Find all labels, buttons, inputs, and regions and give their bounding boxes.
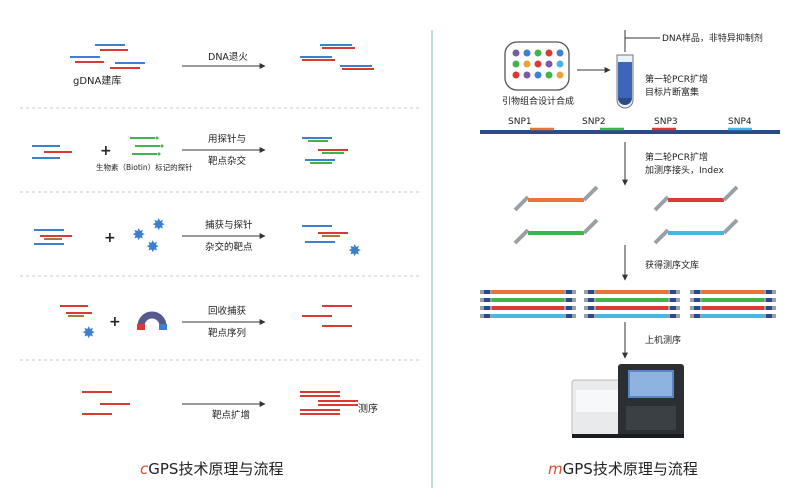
capture-label-2: 杂交的靶点 (205, 241, 253, 253)
plus-sign: + (100, 143, 112, 159)
amplicon-orange (513, 185, 599, 212)
left-title: cGPS技术原理与流程 (140, 460, 283, 478)
plus-sign-2: + (104, 230, 116, 246)
sample-tube: DNA样品，非特异抑制剂 第一轮PCR扩增 目标片断富集 (616, 30, 763, 109)
dna-strands-row5 (82, 391, 130, 415)
dna-strands-hybridized (302, 137, 348, 164)
library-label: 获得测序文库 (645, 259, 699, 271)
amplicon-cyan (653, 218, 739, 245)
pcr1-label-2: 目标片断富集 (645, 86, 699, 98)
step-1-gdna: gDNA建库 DNA退火 (70, 44, 374, 87)
right-title: mGPS技术原理与流程 (548, 460, 698, 478)
recover-label-2: 靶点序列 (208, 327, 246, 339)
amplicon-green (513, 218, 599, 245)
snp-label-4: SNP4 (728, 117, 752, 127)
amplify-label: 靶点扩增 (212, 409, 250, 421)
bead-icon: ✸ (82, 323, 95, 342)
streptavidin-beads: ✸ ✸ ✸ (132, 215, 165, 256)
plus-sign-3: + (109, 314, 121, 330)
library-stack-3 (690, 290, 776, 318)
biotin-probe-label: 生物素（Biotin）标记的探针 (96, 162, 193, 172)
dna-strands-row3 (34, 229, 72, 245)
snp-label-1: SNP1 (508, 117, 532, 127)
snp-label-3: SNP3 (654, 117, 678, 127)
gdna-library-label: gDNA建库 (73, 74, 121, 87)
bead-icon: ✸ (348, 241, 361, 260)
sequencer-icon (571, 364, 684, 438)
library-stack-2 (584, 290, 680, 318)
hybridize-label-1: 用探针与 (208, 133, 246, 145)
sequencing-label: 上机测序 (645, 334, 681, 346)
bead-icon: ✸ (146, 237, 159, 256)
primer-plate: 引物组合设计合成 (502, 41, 574, 107)
left-title-text: GPS技术原理与流程 (148, 460, 283, 478)
recover-label-1: 回收捕获 (208, 305, 247, 317)
snp-genome-line: SNP1 SNP2 SNP3 SNP4 (480, 117, 780, 134)
dna-strands-row2 (32, 145, 72, 159)
dna-strands-recovered (302, 305, 352, 327)
step-2-probe: + 生物素（Biotin）标记的探针 用探针与 靶点杂交 (32, 133, 348, 172)
library-stack-1 (480, 290, 576, 318)
bead-icon: ✸ (132, 225, 145, 244)
row-separators (20, 107, 420, 361)
primer-wells (512, 49, 564, 79)
primer-label: 引物组合设计合成 (502, 95, 574, 107)
magnet-icon (137, 311, 167, 330)
dna-strands-captured (302, 225, 348, 243)
right-title-prefix: m (548, 460, 563, 478)
amplicon-red (653, 185, 739, 212)
sample-label: DNA样品，非特异抑制剂 (662, 32, 763, 44)
biotin-probes (130, 136, 164, 156)
dna-strands-row4 (60, 305, 92, 317)
capture-label-1: 捕获与探针 (205, 219, 253, 231)
adapter-amplicons (513, 185, 739, 245)
pcr2-label-2: 加测序接头，Index (645, 164, 724, 176)
dna-strands-input (70, 44, 145, 69)
sequencing-library (480, 290, 776, 318)
step-5-amplify: 靶点扩增 测序 (82, 391, 378, 421)
hybridize-label-2: 靶点杂交 (208, 155, 247, 167)
sequencing-result-label: 测序 (358, 402, 378, 415)
pcr1-label-1: 第一轮PCR扩增 (645, 73, 708, 85)
step-4-recover: ✸ + 回收捕获 靶点序列 (60, 305, 352, 342)
snp-label-2: SNP2 (582, 117, 606, 127)
annealing-label: DNA退火 (208, 52, 248, 63)
left-title-prefix: c (140, 460, 149, 478)
step-3-capture: + ✸ ✸ ✸ 捕获与探针 杂交的靶点 ✸ (34, 215, 361, 260)
dna-strands-amplified (300, 391, 358, 415)
right-title-text: GPS技术原理与流程 (563, 460, 698, 478)
pcr2-label-1: 第二轮PCR扩增 (645, 151, 708, 163)
dna-strands-annealed (300, 44, 374, 70)
bead-icon: ✸ (152, 215, 165, 234)
